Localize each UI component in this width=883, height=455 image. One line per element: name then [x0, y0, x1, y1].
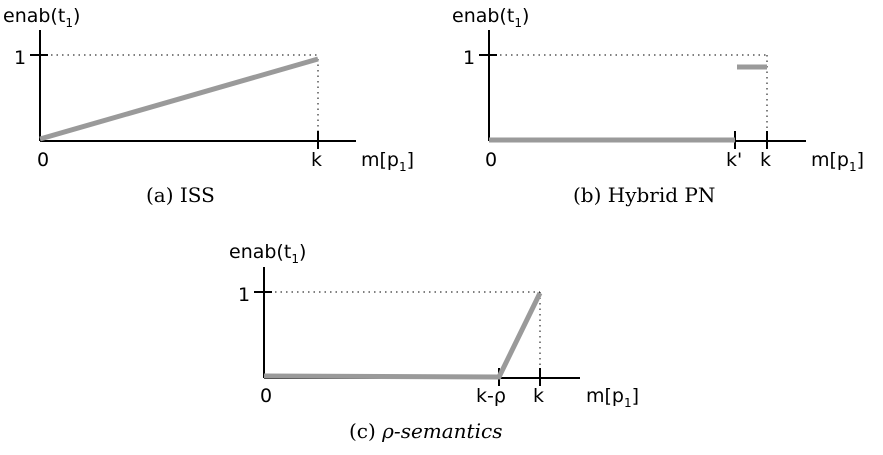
panel-b-x-tick-k-label: k — [760, 149, 771, 171]
panel-c-y-axis-label: enab(t1) — [229, 241, 306, 266]
panel-rho-semantics: enab(t1) 1 0 k-ρ k m[p1] (c) ρ-semantics — [229, 241, 639, 443]
panel-a-enabling-curve — [39, 56, 319, 142]
panel-c-x-axis-label: m[p1] — [586, 385, 639, 410]
panel-c-x-tick-k-label: k — [533, 385, 544, 407]
panel-hybrid-pn: enab(t1) 1 0 k' k m[p1] (b) Hybrid PN — [452, 5, 864, 207]
panel-b-y-tick-one-label: 1 — [463, 47, 475, 69]
panel-a-y-axis-label: enab(t1) — [3, 5, 80, 30]
panel-c-enabling-curve — [263, 291, 543, 380]
panel-b-x-tick-kprime-label: k' — [726, 149, 742, 171]
panel-a-x-origin-label: 0 — [37, 149, 49, 171]
panel-b-caption: (b) Hybrid PN — [573, 183, 715, 207]
panel-a-x-axis-label: m[p1] — [361, 149, 414, 174]
panel-a-caption: (a) ISS — [146, 183, 215, 207]
panel-a-x-tick-k-label: k — [311, 149, 322, 171]
panel-c-x-origin-label: 0 — [260, 385, 272, 407]
panel-b-x-origin-label: 0 — [485, 149, 497, 171]
panel-c-y-tick-one-label: 1 — [238, 284, 250, 306]
panel-b-x-axis-label: m[p1] — [811, 149, 864, 174]
panel-c-caption: (c) ρ-semantics — [349, 419, 502, 443]
panel-iss: enab(t1) 1 0 k m[p1] (a) ISS — [3, 5, 414, 207]
panel-b-y-axis-label: enab(t1) — [452, 5, 529, 30]
panel-c-x-tick-krho-label: k-ρ — [476, 385, 506, 407]
panel-a-y-tick-one-label: 1 — [14, 47, 26, 69]
